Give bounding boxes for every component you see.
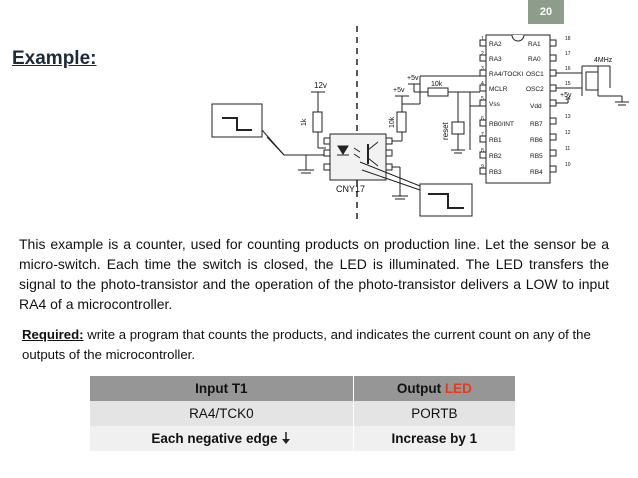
svg-text:3: 3: [481, 66, 484, 72]
resistor-1k: [312, 111, 323, 133]
output-waveform: [428, 193, 464, 209]
description-paragraph: This example is a counter, used for coun…: [19, 236, 609, 312]
pin-label: RA4/TOCKI: [489, 71, 523, 78]
mcu-pin-labels: RA2 RA3 RA4/TOCKI MCLR Vss RB0/INT RB1 R…: [489, 41, 544, 176]
svg-text:7: 7: [481, 132, 484, 138]
circuit-diagram: RA2 RA3 RA4/TOCKI MCLR Vss RB0/INT RB1 R…: [211, 26, 629, 222]
svg-text:13: 13: [565, 114, 571, 120]
table-cell: PORTB: [353, 401, 517, 426]
reset-button: [451, 121, 465, 135]
pin-label: RB3: [489, 169, 502, 176]
resistor-10k-label: 10k: [431, 81, 443, 88]
svg-text:5: 5: [481, 96, 484, 102]
top-bar: 20: [0, 0, 638, 24]
pin-label: RB6: [530, 137, 543, 144]
required-label: Required:: [22, 327, 84, 342]
supply-5v-label: +5v: [393, 87, 405, 94]
pin-label: Vss: [489, 101, 501, 108]
crystal-label: 4MHz: [594, 57, 613, 64]
input-waveform-box: [211, 103, 263, 138]
table-row: Each negative edge Increase by 1: [90, 426, 517, 451]
reset-label: reset: [441, 121, 450, 140]
pin-label: RA0: [528, 56, 541, 63]
pin-label: OSC1: [526, 71, 544, 78]
input-waveform: [222, 117, 252, 131]
svg-text:8: 8: [481, 148, 484, 154]
svg-text:9: 9: [481, 164, 484, 170]
header-output: Output LED: [353, 376, 517, 401]
pin-label: RB1: [489, 137, 502, 144]
table-cell: Increase by 1: [353, 426, 517, 451]
svg-text:17: 17: [565, 51, 571, 57]
table-cell: Each negative edge: [90, 426, 354, 451]
pin-label: RB2: [489, 153, 502, 160]
down-arrow-icon: [282, 432, 291, 444]
resistor-10k-mclr: [427, 87, 449, 97]
svg-text:4: 4: [481, 81, 484, 87]
microcontroller-chip: [485, 34, 551, 184]
svg-text:10: 10: [565, 162, 571, 168]
required-text: write a program that counts the products…: [22, 327, 591, 362]
supply-5v-label: +5v: [407, 75, 419, 82]
output-waveform-box: [419, 183, 473, 217]
negative-edge-label: Each negative edge: [151, 431, 278, 446]
svg-text:11: 11: [565, 146, 570, 152]
slide-title: Example:: [12, 48, 97, 69]
io-table: Input T1 Output LED RA4/TCK0 PORTB Each …: [90, 376, 517, 451]
page-number-badge: 20: [528, 0, 564, 24]
pin-label: RB7: [530, 121, 543, 128]
supply-5v-label: +5v: [560, 92, 572, 99]
pin-label: RA2: [489, 41, 502, 48]
table-row: RA4/TCK0 PORTB: [90, 401, 517, 426]
required-paragraph: Required: write a program that counts th…: [22, 325, 612, 365]
header-output-prefix: Output: [396, 381, 445, 396]
svg-text:12: 12: [565, 130, 571, 136]
svg-text:6: 6: [481, 116, 484, 122]
pin-label: RA3: [489, 56, 502, 63]
svg-text:1: 1: [481, 36, 484, 42]
header-output-highlight: LED: [444, 381, 472, 396]
table-header-row: Input T1 Output LED: [90, 376, 517, 401]
crystal: [585, 71, 599, 91]
svg-text:2: 2: [481, 51, 484, 57]
svg-text:16: 16: [565, 66, 571, 72]
pin-label: MCLR: [489, 86, 508, 93]
resistor-1k-label: 1k: [301, 118, 308, 126]
table-cell: RA4/TCK0: [90, 401, 354, 426]
pin-label: RB5: [530, 153, 543, 160]
header-input: Input T1: [90, 376, 354, 401]
pin-label: RB4: [530, 169, 543, 176]
resistor-10k-label: 10k: [389, 116, 396, 128]
pin-label: RB0/INT: [489, 121, 514, 128]
pin-label: OSC2: [526, 86, 544, 93]
optocoupler-label: CNY17: [336, 184, 365, 194]
pin-label: RA1: [528, 41, 541, 48]
svg-text:18: 18: [565, 36, 571, 42]
pin-label: Vdd: [530, 103, 542, 110]
resistor-10k-pullup: [396, 111, 407, 133]
svg-text:15: 15: [565, 81, 571, 87]
supply-12v-label: 12v: [314, 81, 327, 90]
